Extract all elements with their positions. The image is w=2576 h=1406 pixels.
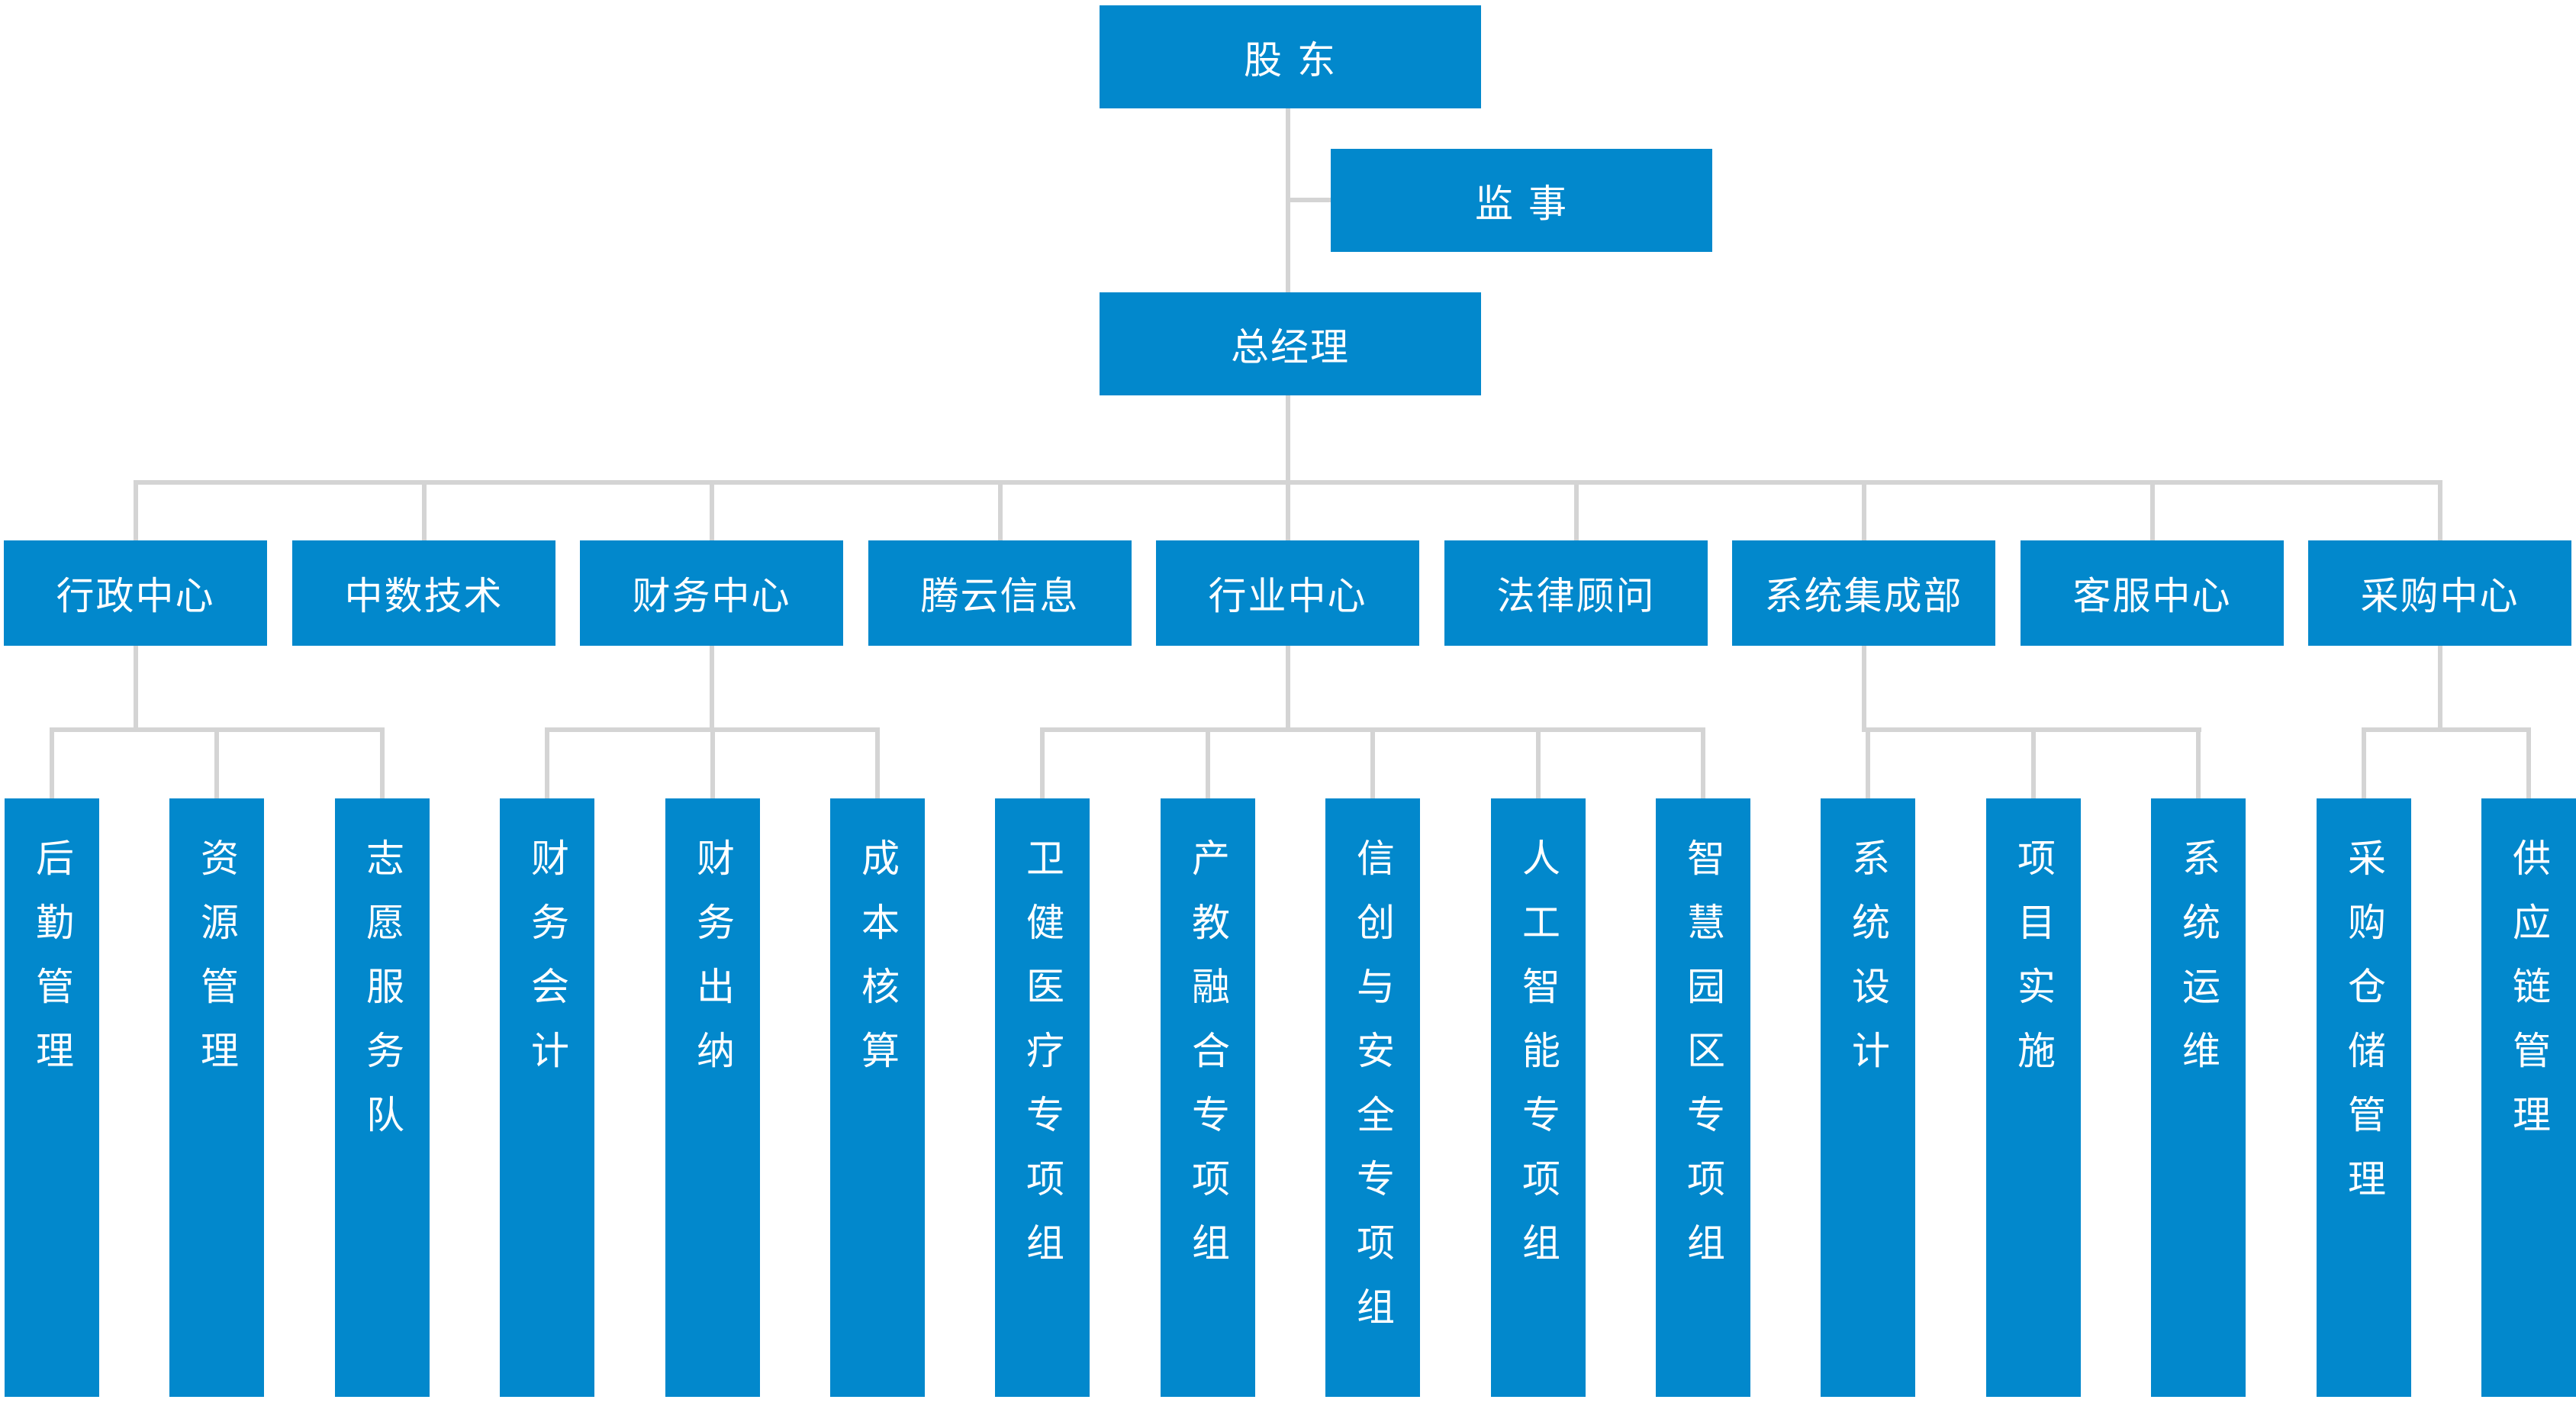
group-box: 资源管理 — [169, 798, 264, 1397]
group-label: 系统设计 — [1846, 838, 1890, 1095]
connector-group — [2196, 727, 2201, 798]
group-box: 信创与安全专项组 — [1325, 798, 1420, 1397]
department-box-legal: 法律顾问 — [1444, 540, 1708, 646]
general-manager-box: 总经理 — [1100, 292, 1481, 395]
connector-dept-service — [2150, 480, 2155, 540]
department-box-tengyun: 腾云信息 — [868, 540, 1132, 646]
department-box-purchasing: 采购中心 — [2308, 540, 2571, 646]
group-box: 产教融合专项组 — [1161, 798, 1255, 1397]
group-label: 项目实施 — [2011, 838, 2056, 1095]
department-label: 腾云信息 — [920, 574, 1080, 618]
department-label: 法律顾问 — [1496, 574, 1656, 618]
connector-dept-industry — [1286, 480, 1290, 540]
connector-group — [2362, 727, 2366, 798]
connector-group — [545, 727, 549, 798]
connector-group — [875, 727, 880, 798]
connector-subbus-purchasing — [2362, 727, 2531, 732]
connector-dept-admin — [134, 480, 138, 540]
group-box: 采购仓储管理 — [2317, 798, 2411, 1397]
group-label: 后勤管理 — [30, 838, 74, 1095]
department-box-finance: 财务中心 — [580, 540, 843, 646]
group-label: 信创与安全专项组 — [1351, 838, 1395, 1351]
group-box: 财务出纳 — [665, 798, 760, 1397]
connector-group — [1701, 727, 1705, 798]
group-label: 成本核算 — [855, 838, 900, 1095]
connector-group — [1866, 727, 1870, 798]
shareholders-box: 股 东 — [1100, 5, 1481, 108]
connector-trunk-top — [1286, 108, 1290, 444]
group-box: 智慧园区专项组 — [1656, 798, 1750, 1397]
group-box: 成本核算 — [830, 798, 925, 1397]
supervisor-label: 监 事 — [1475, 181, 1568, 226]
supervisor-box: 监 事 — [1331, 149, 1712, 252]
connector-group — [1040, 727, 1045, 798]
group-label: 财务出纳 — [691, 838, 735, 1095]
department-label: 客服中心 — [2072, 574, 2232, 618]
connector-stem-industry — [1286, 646, 1290, 727]
connector-dept-tengyun — [998, 480, 1003, 540]
connector-dept-legal — [1574, 480, 1579, 540]
group-label: 产教融合专项组 — [1186, 838, 1230, 1287]
connector-group — [1206, 727, 1210, 798]
connector-trunk-gm — [1286, 395, 1290, 482]
group-label: 供应链管理 — [2507, 838, 2551, 1159]
department-box-service: 客服中心 — [2021, 540, 2284, 646]
connector-group — [2526, 727, 2531, 798]
department-box-zhongshu: 中数技术 — [292, 540, 555, 646]
group-label: 采购仓储管理 — [2342, 838, 2386, 1223]
shareholders-label: 股 东 — [1244, 37, 1337, 82]
group-label: 财务会计 — [525, 838, 569, 1095]
group-label: 志愿服务队 — [360, 838, 404, 1159]
connector-group — [380, 727, 385, 798]
general-manager-label: 总经理 — [1231, 324, 1350, 369]
group-label: 资源管理 — [195, 838, 239, 1095]
connector-group — [50, 727, 54, 798]
connector-stem-purchasing — [2438, 646, 2442, 727]
connector-stem-integration — [1862, 646, 1866, 727]
connector-group — [214, 727, 219, 798]
department-box-admin: 行政中心 — [4, 540, 267, 646]
group-box: 项目实施 — [1986, 798, 2081, 1397]
connector-group — [1370, 727, 1375, 798]
department-label: 行政中心 — [56, 574, 215, 618]
connector-group — [710, 727, 715, 798]
connector-dept-finance — [710, 480, 714, 540]
connector-stem-admin — [134, 646, 138, 727]
group-box: 系统运维 — [2151, 798, 2246, 1397]
department-label: 采购中心 — [2360, 574, 2520, 618]
department-box-integration: 系统集成部 — [1732, 540, 1995, 646]
group-box: 人工智能专项组 — [1491, 798, 1586, 1397]
connector-dept-purchasing — [2438, 480, 2442, 540]
connector-dept-integration — [1862, 480, 1866, 540]
connector-group — [1536, 727, 1541, 798]
group-box: 系统设计 — [1821, 798, 1915, 1397]
group-label: 卫健医疗专项组 — [1020, 838, 1064, 1287]
group-box: 供应链管理 — [2481, 798, 2576, 1397]
connector-group — [2031, 727, 2036, 798]
group-label: 智慧园区专项组 — [1681, 838, 1725, 1287]
department-box-industry: 行业中心 — [1156, 540, 1419, 646]
connector-dept-zhongshu — [422, 480, 427, 540]
department-label: 行业中心 — [1208, 574, 1367, 618]
connector-supervisor — [1288, 198, 1331, 202]
group-label: 人工智能专项组 — [1516, 838, 1560, 1287]
group-box: 卫健医疗专项组 — [995, 798, 1090, 1397]
group-label: 系统运维 — [2176, 838, 2220, 1095]
connector-stem-finance — [710, 646, 714, 727]
department-label: 中数技术 — [344, 574, 504, 618]
department-label: 系统集成部 — [1764, 574, 1963, 618]
group-box: 志愿服务队 — [335, 798, 430, 1397]
group-box: 财务会计 — [500, 798, 594, 1397]
group-box: 后勤管理 — [5, 798, 99, 1397]
department-label: 财务中心 — [632, 574, 791, 618]
